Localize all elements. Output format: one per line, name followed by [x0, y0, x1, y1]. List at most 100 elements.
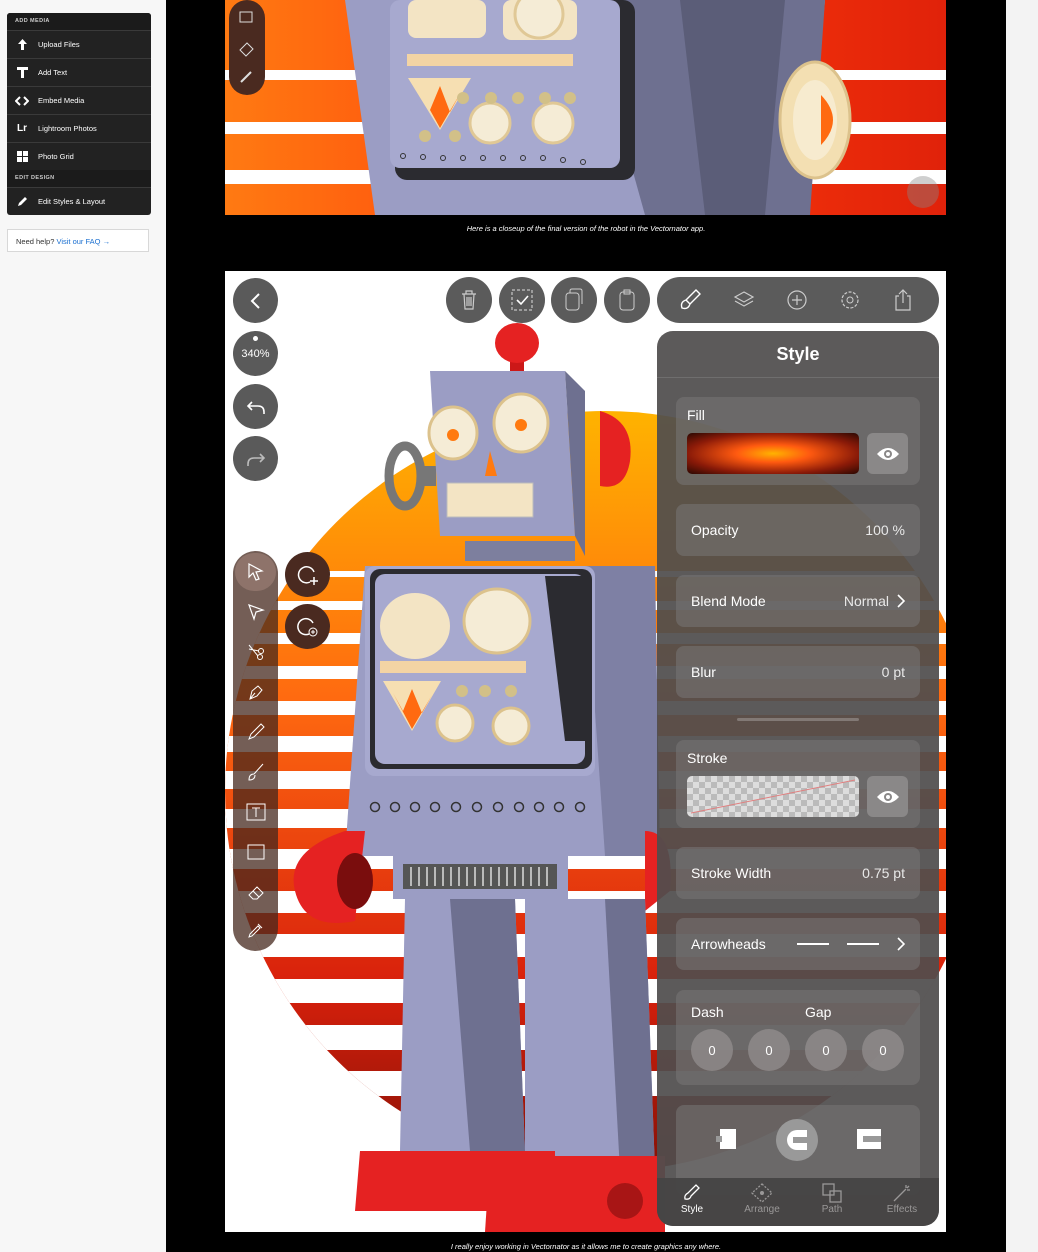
tab-effects[interactable]: Effects	[867, 1178, 937, 1226]
photo-grid-label: Photo Grid	[38, 152, 74, 161]
add-media-heading: ADD MEDIA	[7, 13, 151, 30]
rectangle-tool[interactable]	[233, 833, 278, 871]
upload-icon	[15, 38, 29, 52]
round-cap-option[interactable]	[776, 1119, 818, 1161]
blur-label: Blur	[691, 664, 716, 680]
tab-path[interactable]: Path	[797, 1178, 867, 1226]
square-cap-option[interactable]	[857, 1127, 881, 1156]
dash-knob-1[interactable]: 0	[691, 1029, 733, 1071]
zoom-dot	[253, 336, 258, 341]
brush-icon	[247, 763, 263, 781]
pencil-draw-icon	[247, 723, 265, 740]
lightroom-photos-label: Lightroom Photos	[38, 124, 97, 133]
opacity-label: Opacity	[691, 522, 739, 538]
select-tool[interactable]	[233, 553, 278, 591]
edit-styles-button[interactable]: Edit Styles & Layout	[7, 187, 151, 215]
first-caption: Here is a closeup of the final version o…	[466, 224, 706, 233]
insert-button[interactable]	[770, 277, 823, 323]
rectangle-icon	[247, 844, 264, 860]
arrowheads-row[interactable]: Arrowheads	[676, 918, 920, 970]
faq-link[interactable]: Visit our FAQ →	[56, 237, 111, 246]
stroke-width-value: 0.75 pt	[862, 865, 905, 881]
tab-style[interactable]: Style	[657, 1178, 727, 1226]
layers-button[interactable]	[717, 277, 770, 323]
pen-tool[interactable]	[233, 673, 278, 711]
paste-button[interactable]	[604, 277, 650, 323]
lightroom-photos-button[interactable]: Lr Lightroom Photos	[7, 114, 151, 142]
blend-mode-row[interactable]: Blend Mode Normal	[676, 575, 920, 627]
stroke-swatch[interactable]	[687, 776, 859, 817]
redo-button[interactable]	[233, 436, 278, 481]
blur-row[interactable]: Blur 0 pt	[676, 646, 920, 698]
edit-design-heading: EDIT DESIGN	[7, 170, 151, 187]
stroke-label: Stroke	[687, 750, 728, 766]
select-all-button[interactable]	[499, 277, 545, 323]
help-text: Need help?	[16, 237, 55, 246]
blur-value: 0 pt	[881, 664, 905, 680]
right-margin	[1006, 0, 1038, 1252]
settings-button[interactable]	[823, 277, 876, 323]
back-button[interactable]	[233, 278, 278, 323]
dash-knob-2[interactable]: 0	[805, 1029, 847, 1071]
delete-button[interactable]	[446, 277, 492, 323]
zoom-indicator[interactable]: 340%	[233, 331, 278, 376]
add-shape-button[interactable]	[285, 552, 330, 597]
opacity-row[interactable]: Opacity 100 %	[676, 504, 920, 556]
photo-grid-button[interactable]: Photo Grid	[7, 142, 151, 170]
opacity-value: 100 %	[865, 522, 905, 538]
butt-cap-option[interactable]	[714, 1127, 738, 1156]
embed-icon	[15, 94, 29, 108]
pencil-tool[interactable]	[233, 713, 278, 751]
scissors-tool[interactable]	[233, 633, 278, 671]
embed-media-button[interactable]: Embed Media	[7, 86, 151, 114]
eraser-icon	[247, 886, 264, 900]
paint-brush-icon	[680, 289, 701, 310]
tab-effects-label: Effects	[886, 1204, 918, 1215]
stroke-width-row[interactable]: Stroke Width 0.75 pt	[676, 847, 920, 899]
duplicate-button[interactable]	[551, 277, 597, 323]
tab-path-label: Path	[821, 1204, 843, 1215]
circle-plus-icon	[297, 565, 318, 585]
upload-files-label: Upload Files	[38, 40, 80, 49]
style-inspector-button[interactable]	[664, 277, 717, 323]
tab-arrange[interactable]: Arrange	[727, 1178, 797, 1226]
tab-arrange-label: Arrange	[744, 1204, 780, 1215]
brush-icon	[684, 1184, 700, 1200]
chevron-right-icon	[897, 594, 905, 608]
dash-label: Dash	[691, 1004, 724, 1020]
brush-tool[interactable]	[233, 753, 278, 791]
clipboard-icon	[619, 289, 635, 311]
upload-files-button[interactable]: Upload Files	[7, 30, 151, 58]
text-frame-icon	[246, 803, 265, 821]
dash-gap-card: Dash Gap 0 0 0 0	[676, 990, 920, 1085]
eraser-tool[interactable]	[233, 873, 278, 911]
editor-sidebar: ADD MEDIA Upload Files Add Text Embed Me…	[0, 0, 167, 1252]
gap-value-1: 0	[765, 1042, 773, 1058]
fill-visibility-toggle[interactable]	[867, 433, 908, 474]
boolean-button[interactable]	[285, 604, 330, 649]
lightroom-icon: Lr	[17, 123, 27, 134]
start-arrowhead[interactable]	[797, 943, 829, 945]
media-panel: ADD MEDIA Upload Files Add Text Embed Me…	[7, 13, 151, 215]
share-icon	[894, 289, 911, 311]
fill-swatch[interactable]	[687, 433, 859, 474]
undo-button[interactable]	[233, 384, 278, 429]
gap-knob-1[interactable]: 0	[748, 1029, 790, 1071]
eyedropper-icon	[247, 923, 262, 938]
fill-label: Fill	[687, 407, 705, 423]
share-button[interactable]	[876, 277, 929, 323]
pen-nib-icon	[248, 685, 263, 700]
help-box: Need help? Visit our FAQ →	[7, 229, 149, 252]
add-text-button[interactable]: Add Text	[7, 58, 151, 86]
plus-circle-icon	[786, 290, 807, 310]
text-tool[interactable]	[233, 793, 278, 831]
circle-add-icon	[296, 617, 317, 636]
edit-styles-label: Edit Styles & Layout	[38, 197, 106, 206]
direct-select-tool[interactable]	[233, 593, 278, 631]
add-text-label: Add Text	[38, 68, 68, 77]
stroke-visibility-toggle[interactable]	[867, 776, 908, 817]
undo-icon	[246, 400, 265, 414]
eyedropper-tool[interactable]	[233, 911, 278, 949]
end-arrowhead[interactable]	[847, 943, 879, 945]
gap-knob-2[interactable]: 0	[862, 1029, 904, 1071]
